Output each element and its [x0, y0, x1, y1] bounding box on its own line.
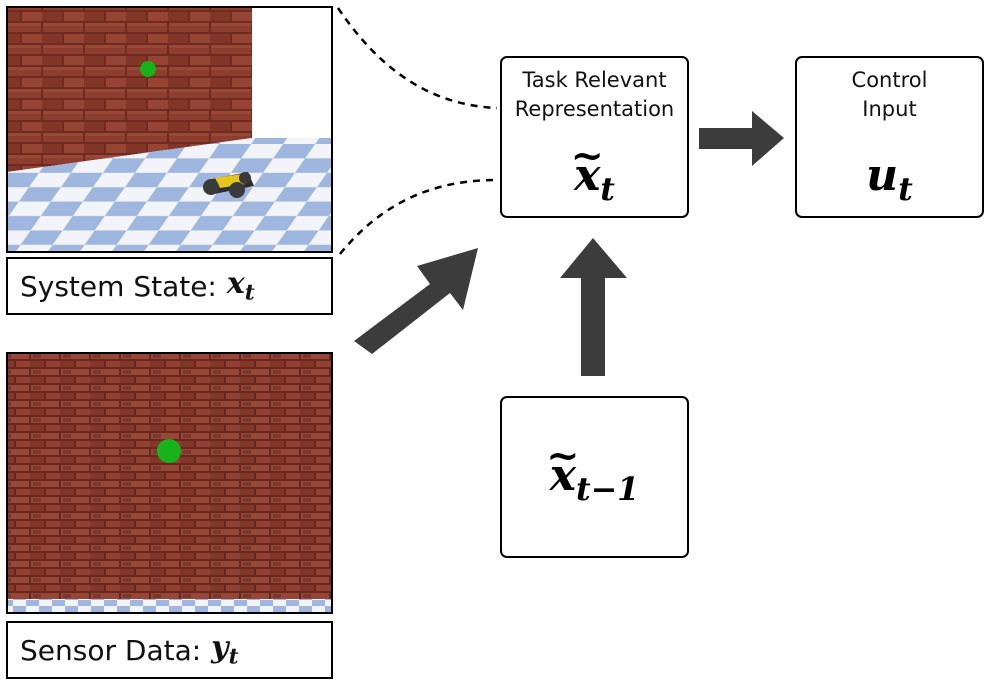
- control-caption-line2: Input: [862, 97, 917, 121]
- green-ball-icon: [157, 439, 181, 463]
- representation-caption-line2: Representation: [514, 97, 675, 121]
- system-state-image: [7, 7, 332, 252]
- system-state-label: System State:: [20, 269, 217, 303]
- sensor-data-label: Sensor Data:: [20, 633, 202, 667]
- sensor-data-image: [7, 353, 332, 613]
- representation-symbol: xt: [502, 150, 687, 208]
- sensor-data-label-box: Sensor Data: yt: [6, 621, 333, 679]
- previous-representation-node: xt−1: [500, 396, 689, 558]
- arrow-sensor-to-representation: [354, 248, 478, 354]
- sensor-data-symbol: yt: [211, 630, 239, 670]
- control-caption-line1: Control: [851, 68, 928, 92]
- arrow-representation-to-control: [699, 111, 784, 166]
- system-state-label-box: System State: xt: [6, 257, 333, 315]
- control-input-node: Control Input ut: [795, 56, 984, 218]
- control-symbol: ut: [866, 150, 913, 209]
- robot-car-icon: [203, 172, 254, 198]
- dashed-connector-bottom: [339, 178, 498, 255]
- representation-node: Task Relevant Representation xt: [500, 56, 689, 218]
- dashed-connector-top: [336, 7, 498, 110]
- arrow-previous-to-representation: [560, 238, 627, 376]
- system-state-symbol: xt: [226, 266, 255, 306]
- previous-symbol: xt−1: [502, 450, 687, 508]
- representation-caption-line1: Task Relevant: [522, 68, 667, 92]
- green-ball-icon: [140, 61, 156, 77]
